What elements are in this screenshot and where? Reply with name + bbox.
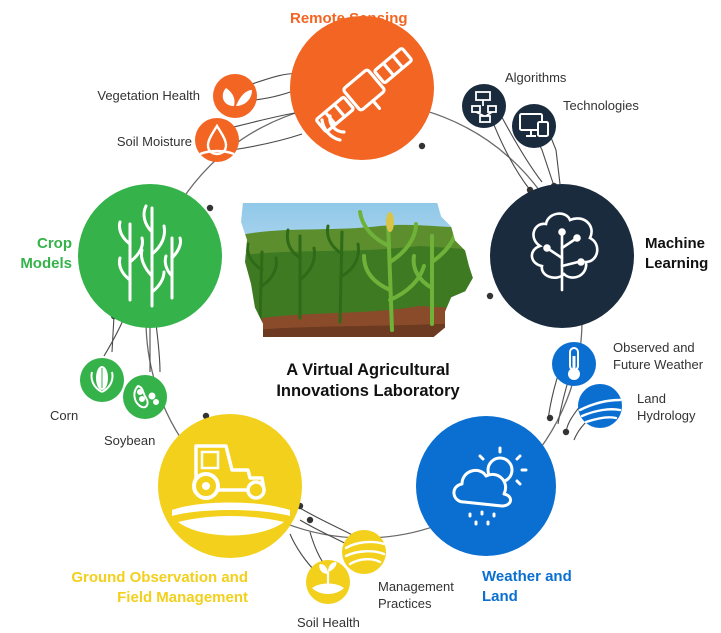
label-line: Practices bbox=[378, 596, 432, 611]
thermometer-icon bbox=[568, 347, 580, 380]
center-title: A Virtual Agricultural Innovations Labor… bbox=[258, 360, 478, 402]
hub-label-crop-models: Crop Models bbox=[10, 234, 72, 274]
cloud-sun-icon bbox=[452, 446, 528, 526]
corn-plant-icon bbox=[118, 204, 182, 308]
iowa-outline bbox=[238, 201, 476, 339]
flowchart-icon bbox=[471, 91, 497, 123]
hub-label-line: Machine bbox=[645, 235, 706, 252]
label-management-practices: Management Practices bbox=[378, 578, 454, 612]
hub-label-line: Land bbox=[482, 588, 518, 605]
sprout-icon bbox=[312, 562, 344, 594]
soybean-icon bbox=[133, 384, 159, 409]
label-line: Land bbox=[637, 391, 666, 406]
iowa-cornfield-illustration bbox=[240, 202, 474, 338]
satellite-land-hydrology bbox=[578, 384, 622, 428]
satellite-algorithms bbox=[462, 84, 506, 128]
label-line: Hydrology bbox=[637, 408, 696, 423]
river-icon bbox=[578, 398, 622, 424]
satellite-soil-moisture bbox=[195, 118, 239, 162]
label-technologies: Technologies bbox=[563, 98, 639, 113]
hub-weather-land bbox=[416, 416, 556, 556]
satellite-management-practices bbox=[342, 530, 386, 574]
brain-circuit-icon bbox=[530, 212, 599, 292]
label-soil-moisture: Soil Moisture bbox=[116, 134, 192, 149]
label-vegetation-health: Vegetation Health bbox=[97, 88, 200, 103]
hub-label-line: Weather and bbox=[482, 568, 572, 585]
hub-label-ground-observation: Ground Observation and Field Management bbox=[20, 568, 248, 608]
hub-label-remote-sensing: Remote Sensing bbox=[290, 10, 408, 27]
satellite-soil-health bbox=[306, 560, 350, 604]
tractor-icon bbox=[172, 444, 290, 536]
label-corn: Corn bbox=[50, 408, 79, 423]
hub-label-machine-learning: Machine Learning bbox=[645, 234, 708, 274]
label-line: Management bbox=[378, 579, 454, 594]
leaves-icon bbox=[222, 88, 252, 106]
satellite-icon bbox=[315, 47, 413, 142]
satellite-technologies bbox=[512, 104, 556, 148]
hub-remote-sensing bbox=[290, 16, 434, 160]
hub-ground-observation bbox=[158, 414, 302, 558]
hub-label-line: Learning bbox=[645, 255, 709, 272]
label-line: Future Weather bbox=[613, 357, 704, 372]
corn-cob-icon bbox=[90, 366, 114, 393]
hub-label-line: Ground Observation and bbox=[71, 569, 248, 586]
label-observed-weather: Observed and Future Weather bbox=[613, 339, 703, 373]
satellite-vegetation-health bbox=[213, 74, 257, 118]
water-drop-icon bbox=[199, 123, 235, 156]
hub-label-line: Models bbox=[20, 255, 72, 272]
satellite-soybean bbox=[123, 375, 167, 419]
label-soil-health: Soil Health bbox=[297, 615, 360, 630]
plowed-field-icon bbox=[344, 540, 386, 566]
hub-label-line: Field Management bbox=[117, 589, 248, 606]
label-land-hydrology: Land Hydrology bbox=[637, 390, 696, 424]
satellite-corn bbox=[80, 358, 124, 402]
label-soybean: Soybean bbox=[104, 433, 156, 448]
hub-machine-learning bbox=[490, 184, 634, 328]
computer-icon bbox=[519, 113, 549, 137]
satellite-observed-weather bbox=[552, 342, 596, 386]
center-title-line: A Virtual Agricultural bbox=[286, 361, 450, 379]
label-line: Observed and bbox=[613, 340, 695, 355]
hub-label-line: Crop bbox=[37, 235, 72, 252]
center-title-line: Innovations Laboratory bbox=[276, 382, 460, 400]
hub-label-weather-land: Weather and Land bbox=[482, 567, 572, 607]
hub-crop-models bbox=[78, 184, 222, 328]
label-algorithms: Algorithms bbox=[505, 70, 567, 85]
